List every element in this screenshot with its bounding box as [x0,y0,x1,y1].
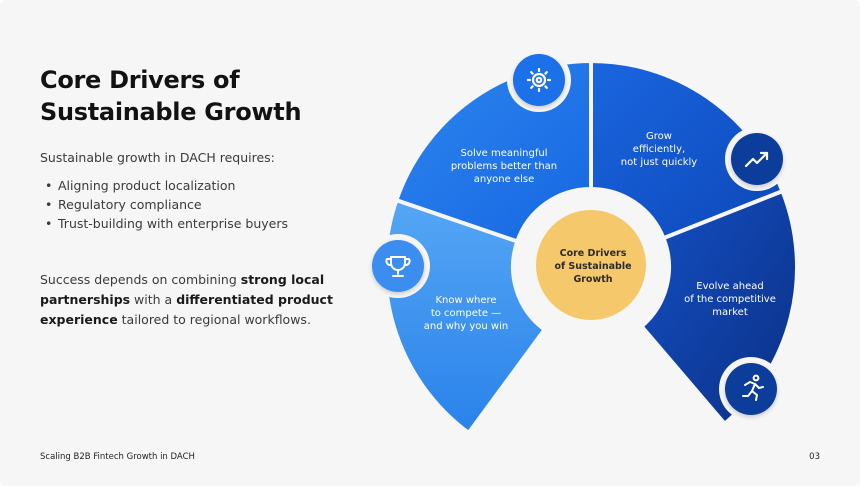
center-label-line: of Sustainable [554,261,632,272]
segment-label-line: Solve meaningful [460,148,548,159]
segment-label-grow: Grow efficiently, not just quickly [604,130,714,169]
segment-label-line: Grow [646,131,672,142]
gear-icon [507,48,571,112]
runner-icon [719,357,783,421]
segment-label-compete: Know where to compete — and why you win [411,294,521,333]
summary-emphasis: strong local partnerships [40,272,325,307]
summary-emphasis: differentiated product experience [40,292,333,327]
footer-deck-title: Scaling B2B Fintech Growth in DACH [40,452,195,462]
requirements-list: Aligning product localization Regulatory… [40,176,288,233]
segment-label-line: to compete — [430,308,502,319]
summary-text: tailored to regional workflows. [117,312,311,327]
center-circle [536,210,646,320]
title-line-2: Sustainable Growth [40,98,302,126]
trending-up-icon [725,127,789,191]
segment-label-line: Evolve ahead [696,281,764,292]
title-line-1: Core Drivers of [40,66,240,94]
center-label-line: Growth [573,274,613,285]
segment-label-line: and why you win [423,321,509,332]
segment-label-evolve: Evolve ahead of the competitive market [670,280,790,319]
center-label: Core Drivers of Sustainable Growth [538,247,648,286]
segment-label-line: Know where [435,295,497,306]
summary-text: Success depends on combining [40,272,241,287]
summary-paragraph: Success depends on combining strong loca… [40,270,340,330]
center-label-line: Core Drivers [559,248,627,259]
segment-label-line: efficiently, [632,144,686,155]
segment-label-line: anyone else [473,174,535,185]
page-title: Core Drivers of Sustainable Growth [40,64,340,128]
segment-label-line: market [712,307,748,318]
intro-text: Sustainable growth in DACH requires: [40,150,275,165]
summary-text: with a [130,292,177,307]
trophy-icon [366,234,430,298]
list-item: Aligning product localization [40,176,288,195]
list-item: Regulatory compliance [40,195,288,214]
segment-label-solve: Solve meaningful problems better than an… [436,147,572,186]
segment-label-line: not just quickly [620,157,698,168]
page-number: 03 [809,452,820,462]
list-item: Trust-building with enterprise buyers [40,214,288,233]
segment-label-line: problems better than [450,161,558,172]
segment-label-line: of the competitive [684,294,776,305]
